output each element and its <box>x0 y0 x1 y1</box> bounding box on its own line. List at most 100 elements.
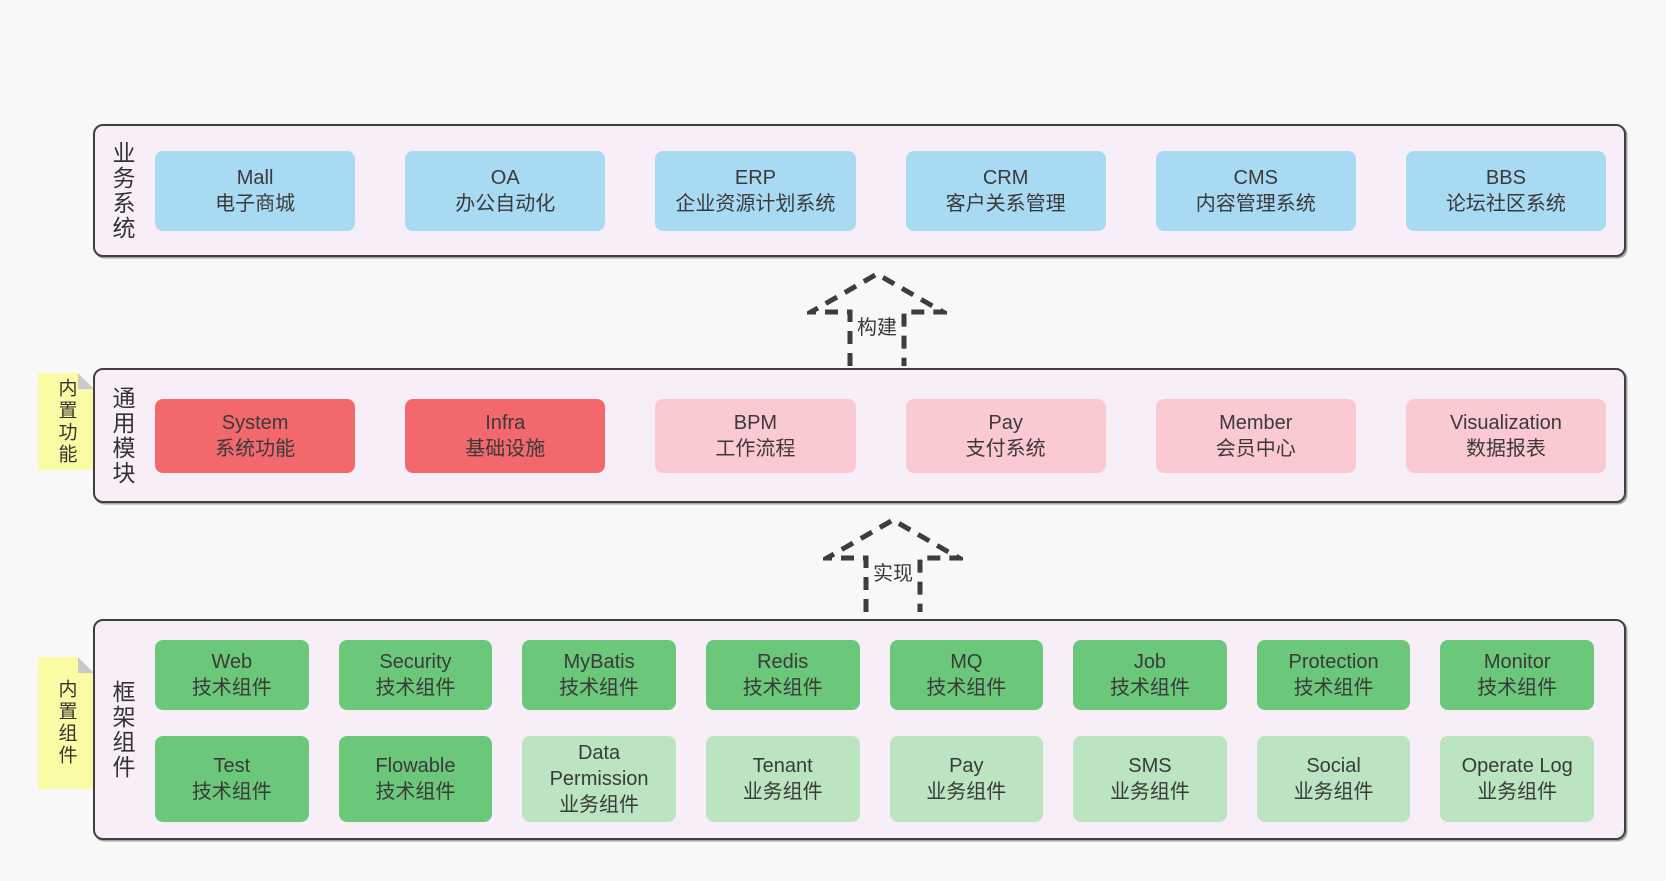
box-sub: 技术组件 <box>375 781 456 803</box>
box-name: ERP <box>734 166 776 189</box>
framework-components-row-2: Test 技术组件 Flowable 技术组件 Data Permission … <box>155 736 1594 822</box>
build-arrow-label: 构建 <box>853 310 901 341</box>
box-name: Pay <box>988 411 1023 434</box>
box-crm: CRM 客户关系管理 <box>905 150 1106 231</box>
box-name: CMS <box>1233 166 1278 189</box>
box-name: Security <box>379 651 452 673</box>
box-name: Monitor <box>1483 651 1551 673</box>
implement-arrow-label: 实现 <box>869 556 917 587</box>
box-protection: Protection 技术组件 <box>1256 640 1411 710</box>
box-sub: 技术组件 <box>1293 677 1374 699</box>
box-redis: Redis 技术组件 <box>705 640 860 710</box>
box-name: SMS <box>1128 755 1172 777</box>
box-sub: 业务组件 <box>1477 781 1558 803</box>
box-name: Visualization <box>1449 411 1562 434</box>
box-sub: 办公自动化 <box>455 192 556 215</box>
box-cms: CMS 内容管理系统 <box>1155 150 1356 231</box>
box-sub: 客户关系管理 <box>945 192 1066 215</box>
box-sub: 支付系统 <box>965 437 1046 460</box>
box-sub: 技术组件 <box>559 677 640 699</box>
box-data-permission: Data Permission 业务组件 <box>522 736 676 822</box>
box-test: Test 技术组件 <box>155 736 309 822</box>
box-sub: 内容管理系统 <box>1195 192 1316 215</box>
box-sub: 技术组件 <box>742 677 823 699</box>
box-sub: 业务组件 <box>926 781 1007 803</box>
box-sub: 技术组件 <box>191 781 272 803</box>
box-sub: 业务组件 <box>1109 781 1190 803</box>
box-social: Social 业务组件 <box>1256 736 1411 822</box>
box-name: OA <box>490 166 520 189</box>
box-sub: 业务组件 <box>559 794 640 816</box>
sticky-note-text: 内置功能 <box>55 377 77 466</box>
box-name: BPM <box>733 411 778 434</box>
box-name: Member <box>1219 411 1293 434</box>
box-sub: 会员中心 <box>1215 437 1296 460</box>
box-name: CRM <box>982 166 1029 189</box>
box-sub: 基础设施 <box>465 437 546 460</box>
framework-components-row-1: Web 技术组件 Security 技术组件 MyBatis 技术组件 Redi… <box>155 640 1594 710</box>
up-arrow-icon <box>807 271 947 366</box>
box-infra: Infra 基础设施 <box>405 398 606 473</box>
box-name: Web <box>211 651 253 673</box>
box-sms: SMS 业务组件 <box>1073 736 1227 822</box>
box-tenant: Tenant 业务组件 <box>705 736 860 822</box>
box-pay: Pay 支付系统 <box>905 398 1106 473</box>
box-monitor: Monitor 技术组件 <box>1440 640 1594 710</box>
box-sub: 业务组件 <box>1293 781 1374 803</box>
up-arrow-icon <box>823 517 963 612</box>
box-name: Pay <box>949 755 984 777</box>
folded-corner-icon <box>78 373 94 389</box>
band-common-modules: 通用模块 System 系统功能 Infra 基础设施 BPM 工作流程 Pay… <box>93 368 1626 503</box>
band-framework-components: 框架组件 Web 技术组件 Security 技术组件 MyBatis 技术组件… <box>93 619 1626 840</box>
box-sub: 技术组件 <box>1109 677 1190 699</box>
box-sub: 系统功能 <box>215 437 296 460</box>
box-pay-business: Pay 业务组件 <box>889 736 1044 822</box>
box-sub: 技术组件 <box>926 677 1007 699</box>
box-job: Job 技术组件 <box>1073 640 1227 710</box>
box-erp: ERP 企业资源计划系统 <box>655 150 856 231</box>
box-operate-log: Operate Log 业务组件 <box>1440 736 1594 822</box>
box-name: BBS <box>1485 166 1526 189</box>
band-business-systems: 业务系统 Mall 电子商城 OA 办公自动化 ERP 企业资源计划系统 CRM… <box>93 124 1626 257</box>
business-systems-box-row: Mall 电子商城 OA 办公自动化 ERP 企业资源计划系统 CRM 客户关系… <box>155 126 1607 255</box>
box-security: Security 技术组件 <box>338 640 493 710</box>
sticky-note-text: 内置组件 <box>55 679 77 767</box>
box-name: System <box>221 411 289 434</box>
box-sub: 工作流程 <box>715 437 796 460</box>
box-sub: 电子商城 <box>215 192 296 215</box>
box-name: Redis <box>757 651 809 673</box>
box-visualization: Visualization 数据报表 <box>1405 398 1607 473</box>
box-flowable: Flowable 技术组件 <box>338 736 493 822</box>
box-name: Flowable <box>375 755 456 777</box>
box-sub: 论坛社区系统 <box>1445 192 1566 215</box>
box-sub: 技术组件 <box>375 677 456 699</box>
box-name: Operate Log <box>1461 755 1573 777</box>
box-sub: 技术组件 <box>1477 677 1558 699</box>
sticky-note-built-in-components: 内置组件 <box>38 657 94 789</box>
box-name: Protection <box>1288 651 1379 673</box>
box-sub: 企业资源计划系统 <box>675 192 836 215</box>
band-label-framework-components: 框架组件 <box>109 679 135 780</box>
box-mybatis: MyBatis 技术组件 <box>522 640 676 710</box>
box-name: Tenant <box>752 755 813 777</box>
box-name: Data Permission <box>549 742 649 790</box>
sticky-note-built-in-features: 内置功能 <box>38 373 94 470</box>
box-name: Test <box>213 755 251 777</box>
box-oa: OA 办公自动化 <box>405 150 606 231</box>
box-name: Mall <box>236 166 274 189</box>
build-arrow: 构建 <box>807 270 947 370</box>
folded-corner-icon <box>78 657 94 673</box>
box-name: Job <box>1133 651 1167 673</box>
band-label-common-modules: 通用模块 <box>109 385 135 486</box>
box-sub: 业务组件 <box>742 781 823 803</box>
framework-components-grid: Web 技术组件 Security 技术组件 MyBatis 技术组件 Redi… <box>155 640 1594 822</box>
box-name: Infra <box>485 411 526 434</box>
box-bbs: BBS 论坛社区系统 <box>1405 150 1607 231</box>
box-name: Social <box>1306 755 1361 777</box>
box-mall: Mall 电子商城 <box>155 150 356 231</box>
box-sub: 技术组件 <box>191 677 272 699</box>
box-member: Member 会员中心 <box>1155 398 1356 473</box>
common-modules-box-row: System 系统功能 Infra 基础设施 BPM 工作流程 Pay 支付系统… <box>155 370 1607 501</box>
box-mq: MQ 技术组件 <box>889 640 1044 710</box>
